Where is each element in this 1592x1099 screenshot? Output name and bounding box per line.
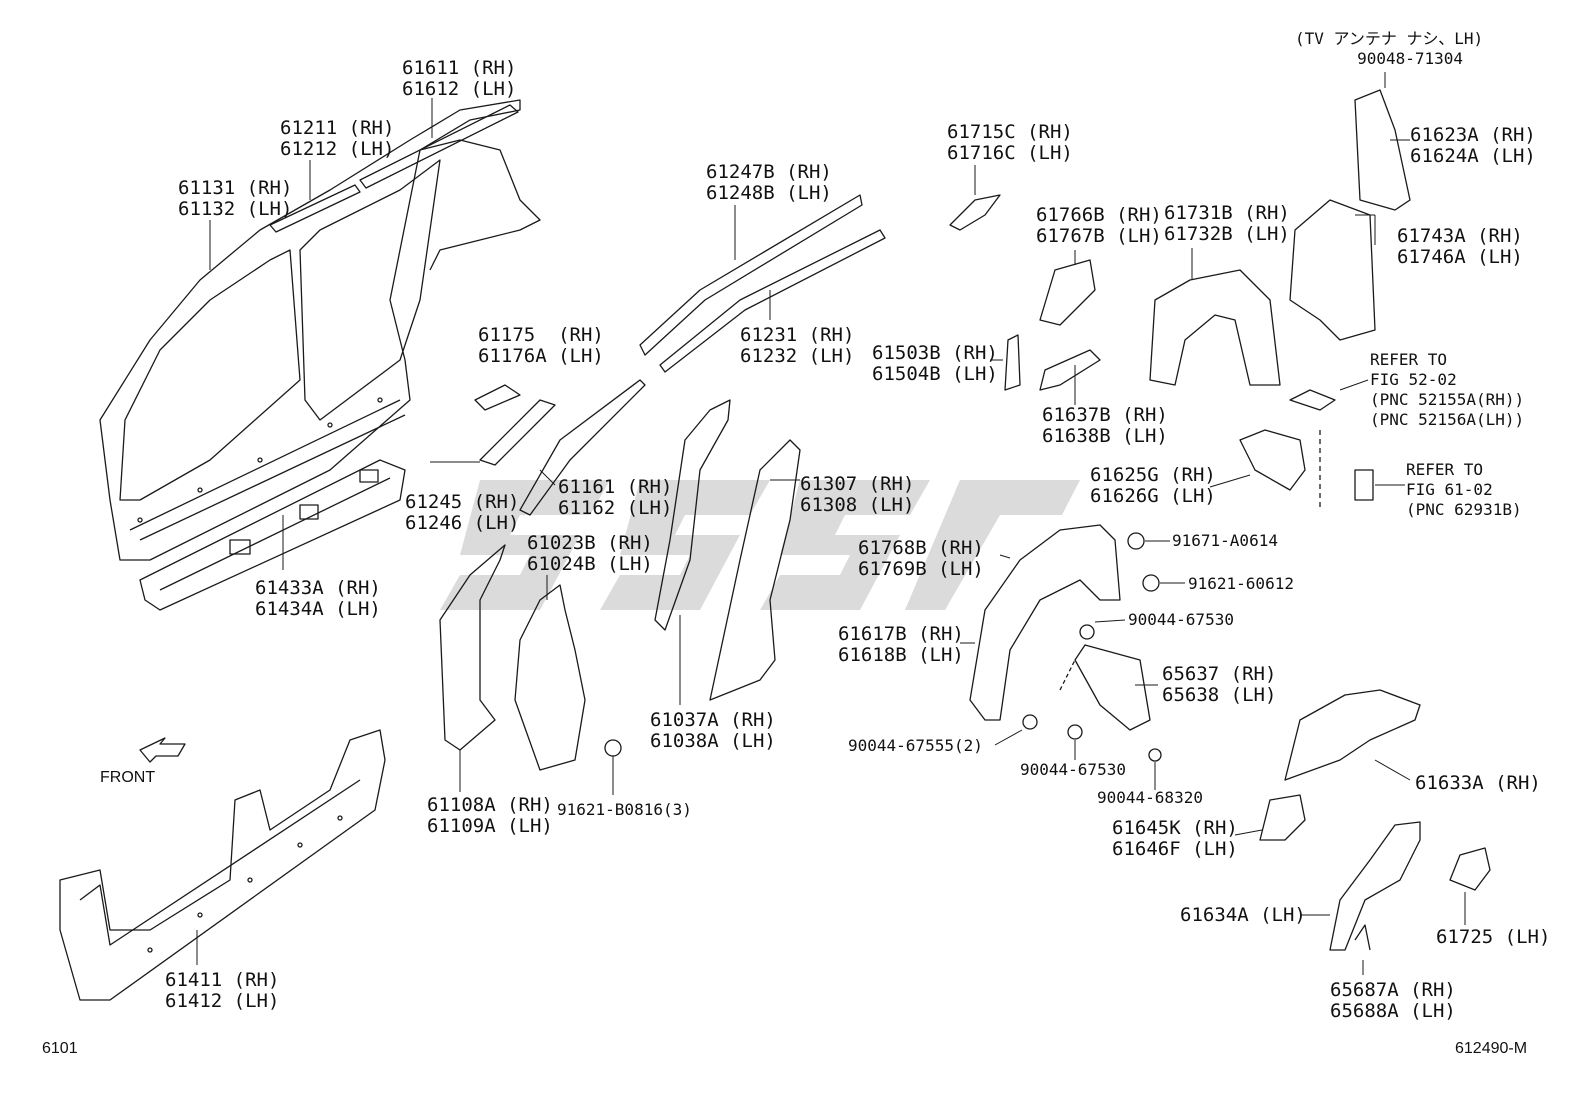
callout-61247B: 61247B (RH)61248B (LH) — [706, 161, 832, 204]
cover-61725 — [1449, 847, 1491, 891]
callout-61503B: 61503B (RH)61504B (LH) — [872, 342, 998, 385]
brace-61503B — [1004, 334, 1021, 391]
windshield-pillar-inner — [519, 379, 646, 516]
callout-61161: 61161 (RH)61162 (LH) — [558, 476, 673, 519]
callout-91671-A0614: 91671-A0614 — [1172, 531, 1278, 550]
bracket-refer-52-02 — [1289, 389, 1336, 411]
front-pillar-outer — [439, 544, 506, 751]
callout-91621-60612: 91621-60612 — [1188, 574, 1294, 593]
clip-90044-67530 — [1079, 624, 1095, 640]
clip-90044-68320 — [1148, 748, 1162, 762]
wheel-house-inner-61634A — [1329, 821, 1421, 951]
callout-tv-antenna-note: (TV アンテナ ナシ、LH)90048-71304 — [1295, 29, 1484, 68]
callout-90044-67555: 90044-67555(2) — [848, 736, 983, 755]
callout-61617B: 61617B (RH)61618B (LH) — [838, 623, 964, 666]
front-label: FRONT — [100, 769, 156, 786]
callout-61725: 61725 (LH) — [1436, 926, 1551, 948]
callout-61731B: 61731B (RH)61732B (LH) — [1164, 202, 1290, 245]
callout-65637: 65637 (RH)65638 (LH) — [1162, 663, 1277, 706]
clip-90044-67555 — [1022, 714, 1038, 730]
roof-rail-outer — [639, 194, 863, 356]
rocker-outer-panel — [59, 729, 386, 1001]
callout-91621-B0816: 91621-B0816(3) — [557, 800, 692, 819]
clip-90044-67530-b — [1067, 724, 1083, 740]
callout-61245: 61245 (RH)61246 (LH) — [405, 491, 520, 534]
bracket-refer-61-02 — [1354, 469, 1374, 501]
callout-61637B: 61637B (RH)61638B (LH) — [1042, 404, 1168, 447]
callout-61715C: 61715C (RH)61716C (LH) — [947, 121, 1073, 164]
callout-61307: 61307 (RH)61308 (LH) — [800, 473, 915, 516]
roof-rail-strip-front — [269, 184, 361, 233]
side-outer-panel — [99, 99, 541, 561]
roof-rail-inner — [659, 229, 886, 373]
callout-61211: 61211 (RH)61212 (LH) — [280, 117, 395, 160]
callout-90044-67530-b: 90044-67530 — [1020, 760, 1126, 779]
brace-61637B — [1039, 349, 1101, 391]
callout-61766B: 61766B (RH)61767B (LH) — [1036, 204, 1162, 247]
extension-61645K — [1259, 794, 1306, 841]
callout-61411: 61411 (RH)61412 (LH) — [165, 969, 280, 1012]
bolt-b-marker-3 — [604, 739, 622, 757]
callout-61611: 61611 (RH)61612 (LH) — [402, 57, 517, 100]
illustration-code: 612490-M — [1455, 1040, 1528, 1057]
callout-61231: 61231 (RH)61232 (LH) — [740, 324, 855, 367]
quarter-gusset-61715C — [949, 194, 1001, 231]
roof-side-inner-rear — [1149, 269, 1281, 386]
watermark-logo — [440, 480, 1080, 610]
callout-61625G: 61625G (RH)61626G (LH) — [1090, 464, 1216, 507]
front-pillar-inner — [514, 584, 586, 771]
center-pillar-outer — [654, 399, 731, 631]
bolt-b-marker — [1127, 532, 1145, 550]
pillar-gusset-61175 — [474, 384, 521, 411]
callout-61108A: 61108A (RH)61109A (LH) — [427, 794, 553, 837]
back-door-opening-61623A — [1354, 89, 1411, 211]
quarter-piece-61625G — [1239, 429, 1306, 491]
splash-shield-65637 — [1074, 644, 1151, 731]
pillar-piece-61245 — [479, 399, 556, 466]
callout-61623A: 61623A (RH)61624A (LH) — [1410, 124, 1536, 167]
callout-61131: 61131 (RH)61132 (LH) — [178, 177, 293, 220]
wheel-house-inner-61633A — [1284, 689, 1421, 781]
callout-61768B: 61768B (RH)61769B (LH) — [858, 537, 984, 580]
callout-61433A: 61433A (RH)61434A (LH) — [255, 577, 381, 620]
callout-90044-67530-a: 90044-67530 — [1128, 610, 1234, 629]
leader-lines — [196, 72, 1466, 975]
figure-code: 6101 — [42, 1040, 78, 1057]
callout-61743A: 61743A (RH)61746A (LH) — [1397, 225, 1523, 268]
callout-61633A: 61633A (RH) — [1415, 772, 1541, 794]
quarter-brace-61766B — [1039, 259, 1096, 326]
wheel-house-outer-61617B — [969, 524, 1121, 721]
bracket-65687A — [1354, 924, 1371, 951]
callout-61037A: 61037A (RH)61038A (LH) — [650, 709, 776, 752]
center-pillar-inner — [709, 439, 801, 701]
back-door-panel-61743A — [1289, 199, 1376, 341]
callout-61175: 61175 (RH)61176A (LH) — [478, 324, 604, 367]
roof-side-rail-strip — [359, 104, 519, 189]
rocker-inner — [139, 459, 406, 611]
callout-61645K: 61645K (RH)61646F (LH) — [1112, 817, 1238, 860]
bolt-b-marker-2 — [1142, 574, 1160, 592]
callout-61023B: 61023B (RH)61024B (LH) — [527, 532, 653, 575]
callout-65687A: 65687A (RH)65688A (LH) — [1330, 979, 1456, 1022]
front-arrow-icon — [139, 737, 186, 763]
callout-90044-68320: 90044-68320 — [1097, 788, 1203, 807]
callout-61634A: 61634A (LH) — [1180, 904, 1306, 926]
